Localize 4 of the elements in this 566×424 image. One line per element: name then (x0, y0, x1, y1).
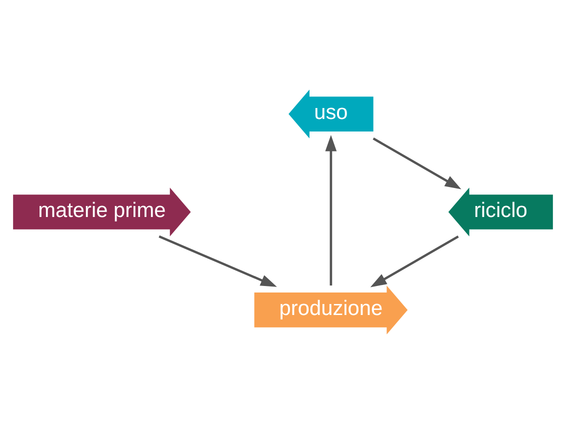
arrow (372, 138, 462, 190)
arrow (158, 235, 277, 287)
arrow (370, 235, 459, 288)
arrow (325, 134, 337, 286)
